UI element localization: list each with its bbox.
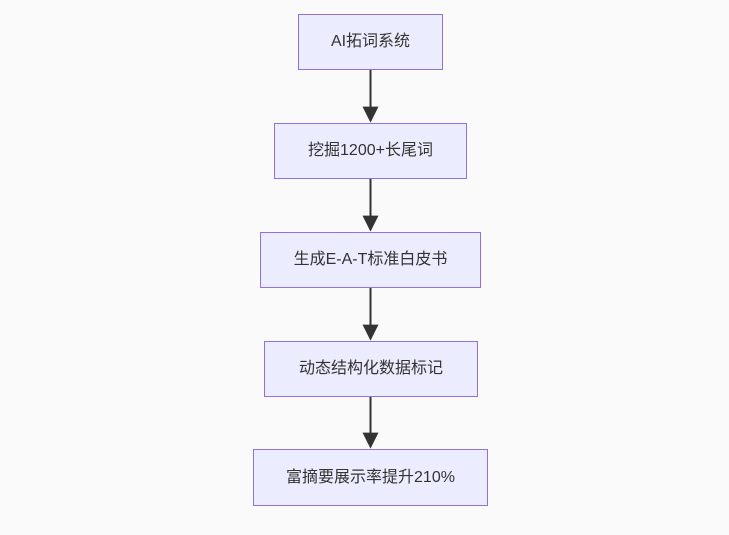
flow-node-label: 生成E-A-T标准白皮书	[293, 251, 448, 269]
flow-node-label: 富摘要展示率提升210%	[286, 468, 455, 486]
flow-node-rich-snippet-uplift: 富摘要展示率提升210%	[253, 449, 488, 506]
flow-node-longtail-mining: 挖掘1200+长尾词	[274, 123, 467, 179]
flow-node-ai-word-expansion: AI拓词系统	[298, 14, 443, 70]
flow-node-structured-data-markup: 动态结构化数据标记	[264, 341, 478, 397]
flow-node-eat-whitepaper: 生成E-A-T标准白皮书	[260, 232, 481, 288]
flow-node-label: 动态结构化数据标记	[298, 360, 443, 378]
flow-node-label: AI拓词系统	[330, 33, 411, 51]
flow-node-label: 挖掘1200+长尾词	[308, 142, 433, 160]
